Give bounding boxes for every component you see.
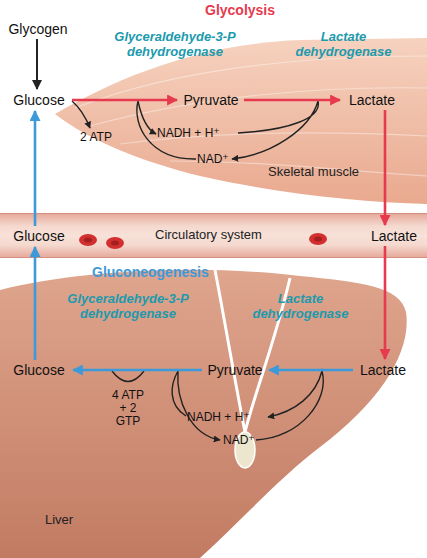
liver-shape	[0, 270, 407, 558]
cofactor-label: NADH + H⁺	[157, 126, 220, 141]
cofactor-arrow	[256, 371, 323, 440]
metabolite-name: Glycogen	[6, 20, 70, 38]
muscle-fiber	[75, 56, 427, 108]
metabolite: Glycogen	[6, 20, 70, 38]
pathway-arrow	[34, 247, 37, 360]
pathway-arrow	[72, 99, 177, 102]
blood-cell	[84, 238, 92, 243]
metabolite-name: Glucose	[8, 361, 70, 379]
circulatory-band: Circulatory system Glucose Lactate	[0, 213, 427, 258]
metabolite: Glucose	[8, 361, 70, 379]
enzyme-name: Lactate dehydrogenase	[243, 291, 358, 321]
organ-label: Liver	[45, 512, 73, 528]
metabolite-name: Pyruvate	[204, 361, 266, 379]
organ-label: Skeletal muscle	[268, 164, 359, 180]
metabolite: Lactate	[366, 227, 422, 245]
pathway-arrow	[384, 110, 387, 225]
blood-cell	[106, 237, 124, 249]
pathway-arrow	[73, 369, 202, 372]
blood-cell	[314, 237, 322, 242]
cofactor-arrow	[72, 101, 90, 128]
band-label: Circulatory system	[155, 227, 262, 243]
metabolite-name: Lactate	[343, 91, 401, 109]
metabolite-name: Lactate	[355, 361, 411, 379]
pathway-arrow	[36, 39, 38, 89]
cofactor-label: 2 ATP	[76, 130, 116, 145]
cofactor-arrow	[232, 101, 318, 159]
metabolite-name: Lactate	[366, 227, 422, 245]
metabolite: Lactate	[343, 91, 401, 109]
skeletal-muscle: Skeletal muscle Glucose Pyruvate Lactate	[0, 36, 427, 206]
cofactor-bracket	[112, 371, 144, 382]
cofactor-label: NADH + H⁺	[187, 410, 250, 425]
cofactor-label: NAD⁺	[223, 433, 255, 448]
pathway-arrow	[269, 369, 353, 372]
metabolite-name: Glucose	[8, 91, 70, 109]
cofactor-arrow	[172, 371, 220, 440]
blood-cell	[79, 234, 97, 246]
metabolite: Glucose	[8, 91, 70, 109]
metabolite-name: Pyruvate	[180, 91, 242, 109]
blood-cell	[111, 241, 119, 246]
muscle-outline	[0, 36, 427, 206]
metabolite: Glucose	[8, 227, 70, 245]
cofactor-label: NAD⁺	[197, 152, 229, 167]
cofactor-label: 4 ATP + 2 GTP	[109, 389, 147, 428]
pathway-arrow	[34, 111, 37, 226]
metabolite: Pyruvate	[180, 91, 242, 109]
process-title: Glycolysis	[205, 3, 275, 18]
blood-cell	[309, 233, 327, 245]
process-title: Gluconeogenesis	[92, 265, 209, 280]
bile-duct	[215, 270, 245, 432]
metabolite: Pyruvate	[204, 361, 266, 379]
metabolite: Lactate	[355, 361, 411, 379]
muscle-fiber	[90, 88, 427, 126]
enzyme-name: Glyceraldehyde-3-P dehydrogenase	[53, 291, 203, 321]
enzyme-name: Glyceraldehyde-3-P dehydrogenase	[100, 29, 250, 59]
metabolite-name: Glucose	[8, 227, 70, 245]
muscle-shape	[55, 38, 427, 204]
enzyme-name: Lactate dehydrogenase	[286, 29, 401, 59]
pathway-arrow	[244, 99, 340, 102]
cofactor-arrow	[137, 101, 196, 159]
pathway-arrow	[384, 246, 387, 359]
